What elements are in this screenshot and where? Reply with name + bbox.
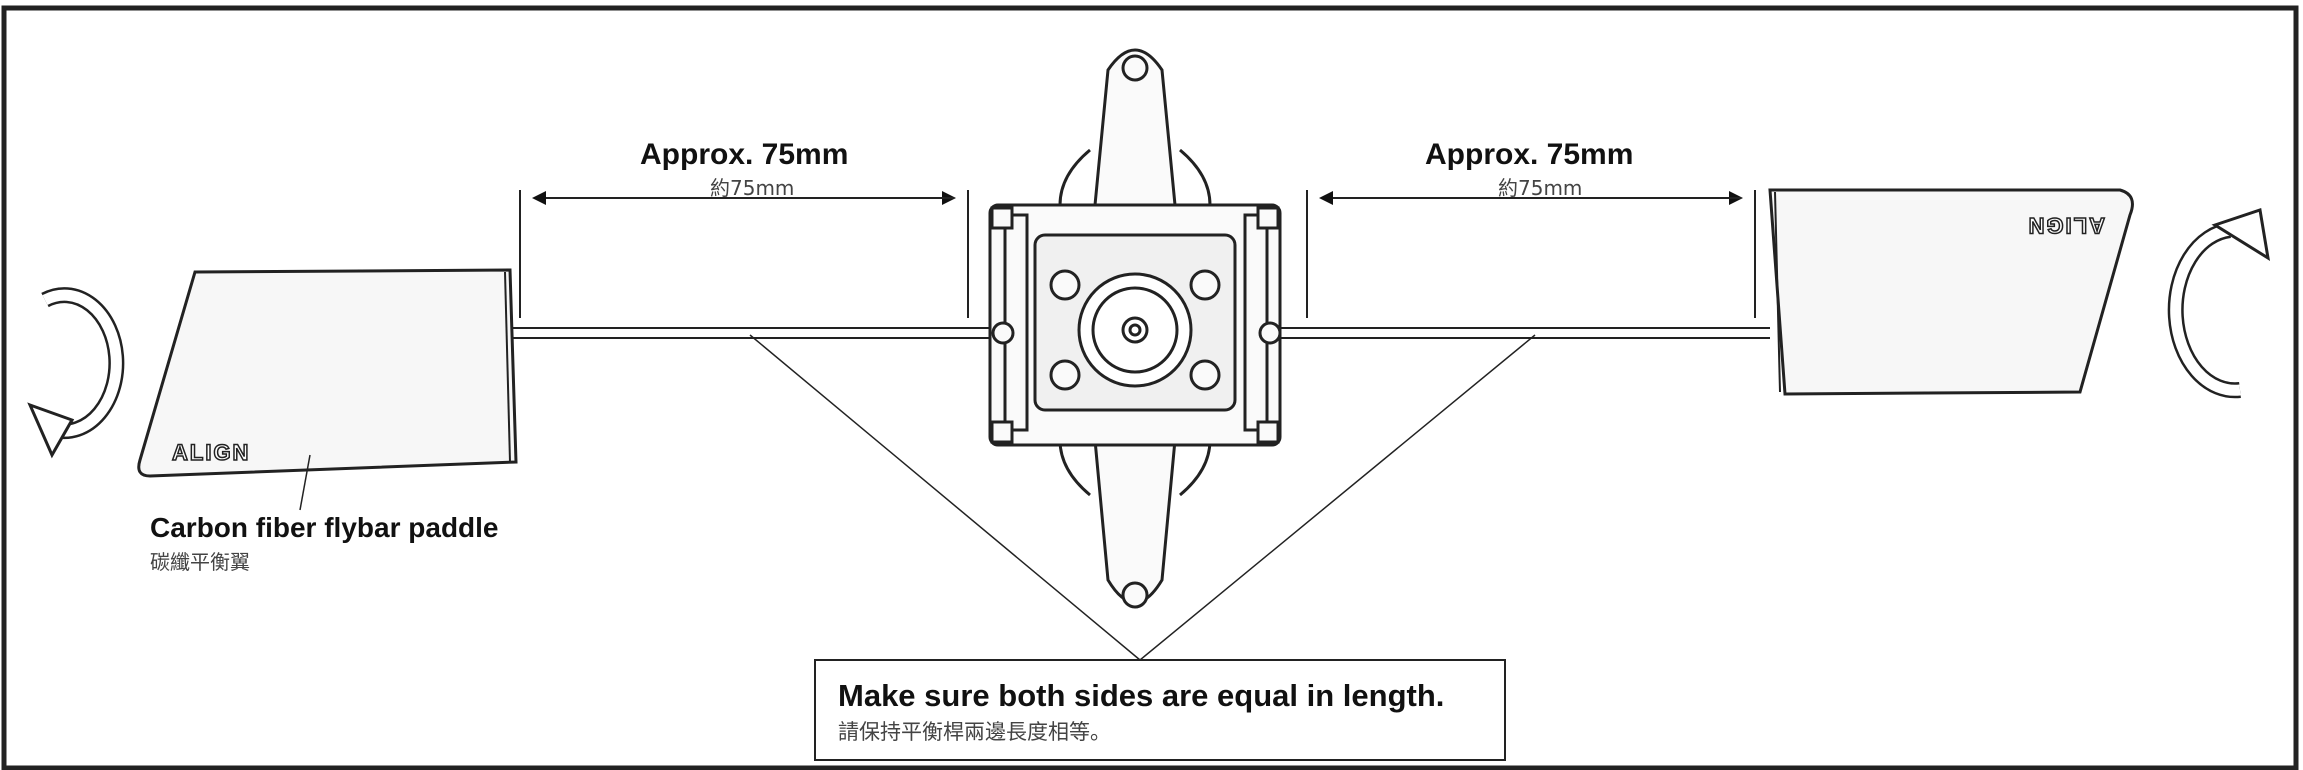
left-dimension-label: Approx. 75mm <box>640 138 849 171</box>
rotation-arrow-left-icon <box>27 287 125 459</box>
right-paddle: ALIGN <box>1768 188 2134 396</box>
right-paddle-logo: ALIGN <box>2027 213 2105 238</box>
rotor-head-assembly <box>988 48 1282 609</box>
paddle-callout-label: Carbon fiber flybar paddle <box>150 512 499 543</box>
left-dimension-sublabel: 約75mm <box>710 176 795 200</box>
right-dimension-sublabel: 約75mm <box>1498 176 1583 200</box>
note-label: Make sure both sides are equal in length… <box>838 678 1445 713</box>
left-dimension-line <box>519 190 969 318</box>
right-dimension-label: Approx. 75mm <box>1425 138 1634 171</box>
paddle-callout-sublabel: 碳纖平衡翼 <box>150 550 250 574</box>
left-paddle-logo: ALIGN <box>172 440 250 465</box>
note-leader-lines <box>749 334 1536 661</box>
left-paddle: ALIGN <box>137 268 518 511</box>
paddle-leader-line <box>299 454 311 511</box>
right-dimension-line <box>1306 190 1756 318</box>
note-sublabel: 請保持平衡桿兩邊長度相等。 <box>838 720 1111 744</box>
rotation-arrow-right-icon <box>2167 208 2271 399</box>
note-box <box>814 659 1506 761</box>
diagram-border <box>1 5 2299 770</box>
